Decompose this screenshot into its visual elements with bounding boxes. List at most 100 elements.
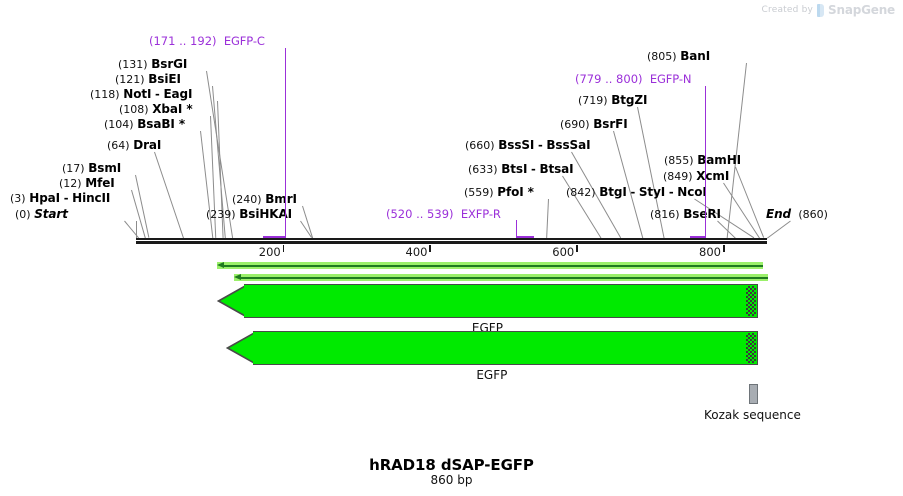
- site-label-bsssi-bsssai[interactable]: (660) BssSI - BssSaI: [465, 138, 591, 153]
- primer-trace-arrow-2[interactable]: [234, 274, 769, 281]
- site-pos: (3): [10, 192, 26, 205]
- site-pos: (121): [115, 73, 145, 86]
- primer-name: EXFP-R: [460, 207, 501, 221]
- site-name: BtgZI: [611, 93, 648, 107]
- feature-body: [243, 284, 759, 318]
- leader-line: [546, 198, 549, 239]
- primer-line-exfp-r[interactable]: [516, 220, 518, 238]
- site-label-xbai[interactable]: (108) XbaI *: [119, 102, 193, 117]
- site-name: BsmI: [88, 161, 122, 175]
- site-name: PfoI: [497, 185, 524, 199]
- site-pos: (816): [650, 208, 680, 221]
- backbone-bottom-strand: [136, 241, 767, 244]
- primer-name: EGFP-C: [223, 34, 265, 48]
- site-label-btsi-btsai[interactable]: (633) BtsI - BtsaI: [468, 162, 574, 177]
- site-name: NotI: [123, 87, 152, 101]
- primer-line-egfp-c[interactable]: [285, 48, 287, 238]
- site-label-bmri[interactable]: (240) BmrI: [232, 192, 297, 207]
- trace-arrowhead-left-icon: [234, 274, 242, 280]
- site-name: DraI: [133, 138, 162, 152]
- site-pos: (104): [104, 118, 134, 131]
- site-label-bsrfi[interactable]: (690) BsrFI: [560, 117, 628, 132]
- start-label[interactable]: (0) Start: [15, 208, 68, 222]
- site-label-bsihkai[interactable]: (239) BsiHKAI: [206, 207, 293, 222]
- site-name: BssSI: [498, 138, 535, 152]
- site-pos: (131): [118, 58, 148, 71]
- site-name: XbaI: [152, 102, 183, 116]
- site-label-btgi-styi-ncoi[interactable]: (842) BtgI - StyI - NcoI: [566, 185, 707, 200]
- ruler-tick-label: 400: [405, 245, 428, 259]
- site-label-drai[interactable]: (64) DraI: [107, 138, 162, 153]
- primer-label-egfp-c[interactable]: (171 .. 192) EGFP-C: [149, 35, 265, 48]
- site-name-2: BtsaI: [539, 162, 574, 176]
- sequence-backbone[interactable]: [136, 238, 767, 244]
- feature-label-egfp-2: EGFP: [476, 368, 508, 382]
- site-pos: (559): [464, 186, 494, 199]
- site-name: XcmI: [696, 169, 730, 183]
- ruler-tick: [576, 245, 578, 252]
- site-name: MfeI: [85, 176, 115, 190]
- primer-range: (520 .. 539): [386, 207, 454, 221]
- site-pos: (64): [107, 139, 130, 152]
- ruler-tick: [722, 245, 725, 252]
- site-pos: (17): [62, 162, 85, 175]
- snapgene-logo-icon: [817, 3, 825, 17]
- site-name: BsrFI: [593, 117, 628, 131]
- site-label-mfei[interactable]: (12) MfeI: [59, 176, 115, 191]
- feature-arrow-egfp-1[interactable]: [216, 284, 759, 318]
- trace-line: [221, 264, 764, 267]
- site-label-bani[interactable]: (805) BanI: [647, 50, 710, 64]
- site-label-hpai-hincii[interactable]: (3) HpaI - HincII: [10, 191, 111, 206]
- map-title: hRAD18 dSAP-EGFP: [369, 456, 534, 474]
- primer-bracket-exfp-r[interactable]: [516, 236, 534, 238]
- site-name-2: BssSaI: [546, 138, 591, 152]
- leader-line: [726, 62, 747, 239]
- site-label-pfoi[interactable]: (559) PfoI *: [464, 185, 534, 200]
- site-pos: (240): [232, 193, 262, 206]
- ruler-tick: [429, 245, 432, 252]
- end-pos: (860): [798, 208, 828, 221]
- site-name-2: EagI: [163, 87, 193, 101]
- site-pos: (719): [578, 94, 608, 107]
- primer-bracket-egfp-c[interactable]: [263, 236, 286, 238]
- primer-range: (171 .. 192): [149, 34, 217, 48]
- site-label-bsmi[interactable]: (17) BsmI: [62, 161, 122, 176]
- site-name: BsaBI: [137, 117, 175, 131]
- site-label-bsrgi[interactable]: (131) BsrGI: [118, 57, 188, 72]
- site-label-bseri[interactable]: (816) BseRI: [650, 208, 721, 222]
- site-label-bamhi[interactable]: (855) BamHI: [664, 154, 741, 168]
- primer-label-exfp-r[interactable]: (520 .. 539) EXFP-R: [386, 208, 501, 221]
- site-label-noti-eagi[interactable]: (118) NotI - EagI: [90, 87, 193, 102]
- site-name-2: HincII: [72, 191, 111, 205]
- primer-bracket-egfp-n[interactable]: [690, 236, 706, 238]
- leader-line: [767, 220, 791, 239]
- trace-line: [239, 276, 769, 279]
- kozak-legend-swatch: [749, 384, 758, 404]
- site-label-xcmi[interactable]: (849) XcmI: [663, 169, 730, 184]
- map-length: 860 bp: [430, 473, 473, 487]
- site-label-bsiei[interactable]: (121) BsiEI: [115, 72, 181, 87]
- site-name: BsiEI: [148, 72, 181, 86]
- end-label[interactable]: End (860): [766, 208, 828, 222]
- feature-arrow-egfp-2[interactable]: [225, 331, 759, 365]
- site-pos: (12): [59, 177, 82, 190]
- snapgene-credit: Created by SnapGene: [762, 3, 896, 17]
- site-name: BsiHKAI: [239, 207, 293, 221]
- ruler-tick-label: 600: [552, 245, 575, 259]
- site-name: BmrI: [265, 192, 297, 206]
- primer-range: (779 .. 800): [575, 72, 643, 86]
- trace-arrowhead-left-icon: [216, 262, 224, 268]
- site-pos: (842): [566, 186, 596, 199]
- site-label-btgzi[interactable]: (719) BtgZI: [578, 93, 648, 108]
- site-name: BtgI: [599, 185, 627, 199]
- primer-label-egfp-n[interactable]: (779 .. 800) EGFP-N: [575, 72, 692, 86]
- site-name: BsrGI: [151, 57, 188, 71]
- primer-trace-arrow-1[interactable]: [216, 262, 764, 269]
- feature-arrowhead-left-icon: [216, 284, 247, 318]
- site-name: BtsI: [501, 162, 528, 176]
- primer-line-egfp-n[interactable]: [705, 86, 707, 238]
- site-pos: (633): [468, 163, 498, 176]
- site-label-bsabi[interactable]: (104) BsaBI *: [104, 117, 186, 132]
- kozak-legend-label: Kozak sequence: [704, 408, 801, 422]
